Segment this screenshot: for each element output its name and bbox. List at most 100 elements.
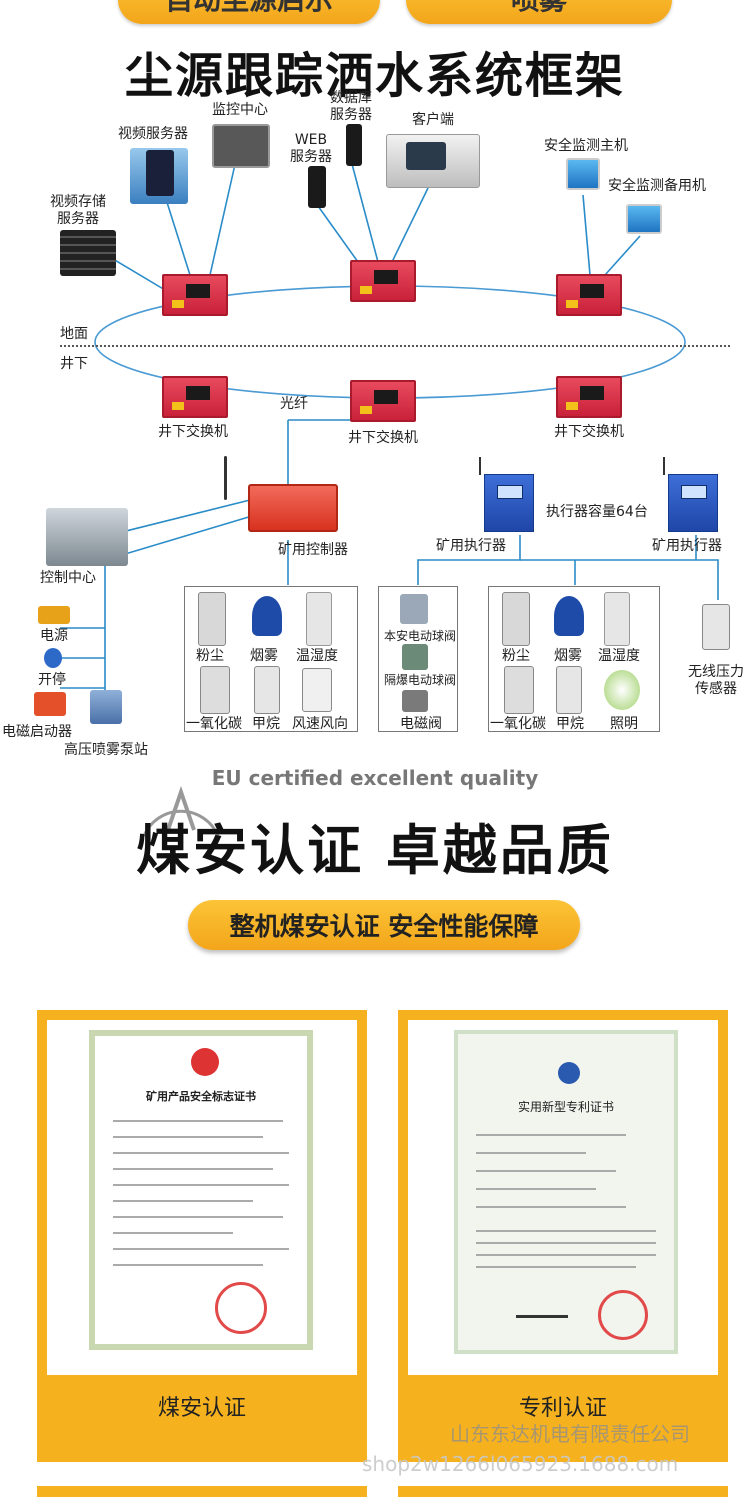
logo-watermark-icon <box>142 785 220 837</box>
safety-backup-icon <box>626 204 662 234</box>
label-power: 电源 <box>40 628 68 644</box>
patent-signature-icon <box>516 1300 568 1318</box>
cert-subtitle-en: EU certified excellent quality <box>211 766 539 790</box>
surface-switch-left <box>162 274 228 316</box>
methane-sensor-icon <box>254 666 280 714</box>
executor-right-icon <box>663 457 718 532</box>
dust-sensor-2-icon <box>502 592 530 646</box>
label-sensor-methane: 甲烷 <box>252 716 280 732</box>
watermark-url: shop2w1266l065923.1688.com <box>362 1452 679 1476</box>
cert-document-1: 矿用产品安全标志证书 <box>89 1030 313 1350</box>
cert-badge: 整机煤安认证 安全性能保障 <box>188 900 580 950</box>
label-sensor2-smoke: 烟雾 <box>554 648 582 664</box>
label-valve-solenoid: 电磁阀 <box>400 716 442 732</box>
web-server-icon <box>308 166 326 208</box>
client-screen-icon <box>406 142 446 170</box>
patent-seal-icon <box>598 1290 648 1340</box>
label-sensor2-co: 一氧化碳 <box>490 716 546 732</box>
dust-sensor-icon <box>198 592 226 646</box>
label-video-storage: 视频存储 服务器 <box>50 194 106 227</box>
watermark-company: 山东东达机电有限责任公司 <box>450 1422 690 1446</box>
cert-emblem-icon <box>191 1048 219 1076</box>
label-switch-2: 井下交换机 <box>348 430 418 446</box>
cert-seal-icon <box>215 1282 267 1334</box>
label-magnetic-starter: 电磁启动器 <box>2 724 72 740</box>
co-sensor-icon <box>200 666 230 714</box>
cert-title: 煤安认证 卓越品质 <box>136 819 614 882</box>
mine-controller-icon <box>248 484 338 532</box>
label-valve-explosion: 隔爆电动球阀 <box>384 673 457 687</box>
label-start-stop: 开停 <box>38 672 66 688</box>
label-fiber: 光纤 <box>280 396 308 412</box>
surface-switch-right <box>556 274 622 316</box>
label-executor-left: 矿用执行器 <box>436 538 506 554</box>
wind-sensor-icon <box>302 668 332 712</box>
label-web-server: WEB 服务器 <box>290 132 332 165</box>
next-card-left-edge <box>37 1486 367 1497</box>
cert-card-patent: 实用新型专利证书 专利认证 <box>398 1010 728 1462</box>
label-safety-host: 安全监测主机 <box>544 138 628 154</box>
label-sensor2-dust: 粉尘 <box>502 648 530 664</box>
temp-humidity-2-icon <box>604 592 630 646</box>
underground-switch-right <box>556 376 622 418</box>
next-card-right-edge <box>398 1486 728 1497</box>
underground-switch-left <box>162 376 228 418</box>
label-sensor-smoke: 烟雾 <box>250 648 278 664</box>
label-underground-layer: 井下 <box>60 356 88 372</box>
cert-doc-title-1: 矿用产品安全标志证书 <box>146 1090 256 1103</box>
label-video-server: 视频服务器 <box>118 126 188 142</box>
label-safety-backup: 安全监测备用机 <box>608 178 706 194</box>
label-sensor2-temp: 温湿度 <box>598 648 640 664</box>
page-title: 尘源跟踪洒水系统框架 <box>124 48 625 104</box>
top-button-right[interactable]: 喷雾 <box>406 0 672 24</box>
control-center-icon <box>46 508 128 566</box>
co-sensor-2-icon <box>504 666 534 714</box>
temp-humidity-icon <box>306 592 332 646</box>
database-server-icon <box>346 124 362 166</box>
label-executor-right: 矿用执行器 <box>652 538 722 554</box>
spray-pump-icon <box>90 690 122 724</box>
label-database-server: 数据库 服务器 <box>330 90 372 123</box>
cert-caption-2: 专利认证 <box>518 1396 607 1421</box>
label-sensor-co: 一氧化碳 <box>186 716 242 732</box>
smoke-sensor-2-icon <box>554 596 584 636</box>
solenoid-valve-icon <box>402 690 428 712</box>
cert-document-2: 实用新型专利证书 <box>454 1030 678 1354</box>
patent-emblem-icon <box>558 1062 580 1084</box>
monitor-center-icon <box>212 124 270 168</box>
underground-switch-center <box>350 380 416 422</box>
label-control-center: 控制中心 <box>40 570 96 586</box>
label-sensor-temp: 温湿度 <box>296 648 338 664</box>
cert-caption-1: 煤安认证 <box>157 1396 246 1421</box>
label-sensor-dust: 粉尘 <box>196 648 224 664</box>
smoke-sensor-icon <box>252 596 282 636</box>
label-sensor-wind: 风速风向 <box>292 716 348 732</box>
power-icon <box>38 606 70 624</box>
cert-doc-title-2: 实用新型专利证书 <box>517 1100 614 1114</box>
video-storage-icon <box>60 230 116 276</box>
label-client: 客户端 <box>412 112 454 128</box>
label-sensor2-lighting: 照明 <box>610 716 638 732</box>
label-monitor-center: 监控中心 <box>212 102 268 118</box>
top-button-left[interactable]: 自动尘源启示 <box>118 0 380 24</box>
label-switch-1: 井下交换机 <box>158 424 228 440</box>
wireless-pressure-sensor-icon <box>702 604 730 650</box>
video-server-tower-icon <box>146 150 174 196</box>
start-stop-icon <box>44 648 62 668</box>
safety-host-icon <box>566 158 600 190</box>
label-sensor2-methane: 甲烷 <box>556 716 584 732</box>
methane-sensor-2-icon <box>556 666 582 714</box>
intrinsic-valve-icon <box>400 594 428 624</box>
magnetic-starter-icon <box>34 692 66 716</box>
label-wireless-sensor: 无线压力 传感器 <box>688 664 744 697</box>
surface-switch-center <box>350 260 416 302</box>
label-spray-pump: 高压喷雾泵站 <box>64 742 148 758</box>
controller-antenna-icon <box>224 456 227 500</box>
explosion-valve-icon <box>402 644 428 670</box>
cert-card-coal-safety: 矿用产品安全标志证书 煤安认证 <box>37 1010 367 1462</box>
label-switch-3: 井下交换机 <box>554 424 624 440</box>
label-surface-layer: 地面 <box>60 326 88 342</box>
label-valve-intrinsic: 本安电动球阀 <box>384 629 457 643</box>
label-executor-capacity: 执行器容量64台 <box>546 504 648 520</box>
label-controller: 矿用控制器 <box>278 542 348 558</box>
